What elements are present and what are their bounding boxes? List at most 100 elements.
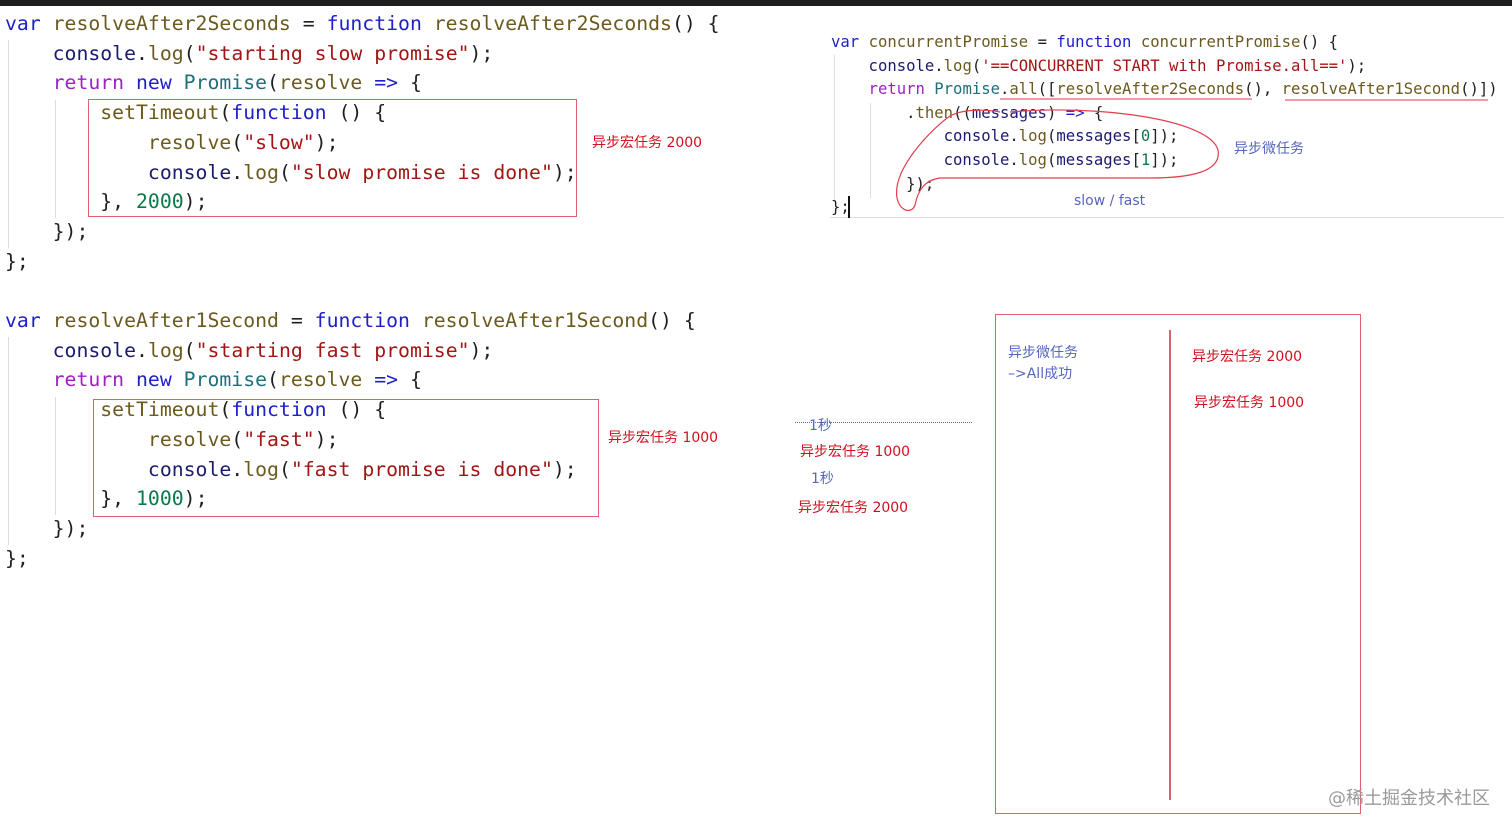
code-line: console.log(messages[0]); [831, 125, 1498, 149]
code-token: { [409, 71, 422, 95]
code-line: return new Promise(resolve => { [5, 68, 720, 98]
code-line: }, 2000); [5, 187, 720, 217]
code-token: concurrentPromise [868, 33, 1038, 51]
highlight-box-settimeout-1000 [93, 399, 599, 517]
code-token: . [934, 56, 944, 75]
code-token: log [243, 457, 279, 481]
note-micro-task: 异步微任务 [1234, 141, 1304, 157]
note-macro-1000: 异步宏任务 1000 [608, 430, 719, 446]
code-token: ( [971, 56, 982, 75]
code-token: return [5, 71, 137, 95]
code-token: var [831, 33, 869, 51]
code-line: }); [831, 173, 1498, 197]
code-token: . [831, 103, 916, 122]
code-token: log [943, 56, 972, 75]
indent-guide [8, 40, 9, 248]
code-token: ( [183, 41, 196, 65]
code-token: function [314, 309, 422, 332]
code-token: ( [219, 101, 232, 125]
code-line: var resolveAfter1Second = function resol… [5, 306, 696, 336]
code-token: ( [231, 130, 244, 154]
code-token: ); [552, 160, 577, 184]
code-token: 1000 [136, 487, 184, 511]
code-line: }); [5, 514, 696, 544]
code-token: ( [231, 427, 244, 451]
queue-macro-1000: 异步宏任务 1000 [1194, 395, 1305, 411]
code-token: console [5, 41, 137, 65]
code-token: [ [1131, 150, 1141, 169]
code-token: ); [314, 130, 339, 154]
task-queue-box [995, 314, 1361, 814]
circle-then-callback [896, 109, 1219, 212]
code-token: ( [1046, 127, 1057, 146]
code-token: "starting slow promise" [195, 41, 470, 65]
code-token: }); [831, 174, 935, 193]
code-token: ( [219, 398, 232, 422]
queue-micro-result: –>All成功 [1008, 366, 1073, 382]
code-token: "slow" [243, 130, 315, 154]
code-token: () { [1300, 33, 1339, 51]
code-token: ([ [1037, 80, 1057, 99]
code-line: .then((messages) => { [831, 102, 1498, 126]
code-token: "fast promise is done" [290, 457, 553, 481]
code-line: }; [831, 196, 1498, 220]
code-token: [ [1131, 127, 1141, 146]
code-token: concurrentPromise [1140, 33, 1301, 51]
code-token: log [1018, 150, 1047, 169]
code-block-concurrent-promise[interactable]: var concurrentPromise = function concurr… [831, 31, 1498, 220]
code-token: resolve [5, 427, 232, 451]
text-cursor [848, 196, 850, 218]
code-token: messages [1056, 150, 1132, 169]
code-token: . [231, 457, 244, 481]
code-block-resolve-after-1-second[interactable]: var resolveAfter1Second = function resol… [5, 306, 696, 573]
code-token: . [1009, 150, 1019, 169]
code-token: resolve [278, 368, 375, 392]
code-token: log [243, 160, 279, 184]
code-token: ]); [1150, 127, 1179, 146]
code-token: var [5, 12, 53, 35]
code-token: console [831, 127, 1010, 146]
code-token: console [831, 150, 1010, 169]
code-line: console.log("slow promise is done"); [5, 158, 720, 188]
code-token: console [5, 457, 232, 481]
indent-guide [55, 397, 56, 515]
code-token: log [1018, 127, 1047, 146]
code-line: console.log('==CONCURRENT START with Pro… [831, 55, 1498, 79]
code-token: new [136, 71, 184, 95]
code-line: setTimeout(function () { [5, 98, 720, 128]
code-block-resolve-after-2-seconds[interactable]: var resolveAfter2Seconds = function reso… [5, 9, 720, 276]
note-slow-fast: slow / fast [1074, 193, 1146, 209]
code-token: console [831, 56, 935, 75]
code-token: . [1000, 80, 1010, 99]
code-token: resolveAfter2Seconds [1056, 80, 1245, 99]
code-line: var resolveAfter2Seconds = function reso… [5, 9, 720, 39]
code-line: resolve("slow"); [5, 128, 720, 158]
code-token: ); [1347, 56, 1367, 75]
code-line: console.log("starting slow promise"); [5, 39, 720, 69]
code-token: resolveAfter1Second [52, 309, 291, 332]
code-line: }); [5, 217, 720, 247]
code-token: }); [5, 516, 89, 540]
code-token: => [374, 71, 410, 95]
code-token: }); [5, 219, 89, 243]
code-token: function [1056, 33, 1141, 51]
code-token: resolve [278, 71, 375, 95]
code-token: resolveAfter1Second [421, 309, 649, 332]
code-token: . [136, 338, 148, 362]
code-token: setTimeout [5, 398, 220, 422]
code-token: function [231, 398, 339, 422]
code-token: ( [267, 368, 279, 392]
window-top-bar [0, 0, 1512, 6]
code-token: var [5, 309, 53, 332]
code-token: 1 [1140, 150, 1151, 169]
code-token: resolve [5, 130, 232, 154]
code-line: setTimeout(function () { [5, 395, 696, 425]
code-token: => [1065, 103, 1094, 122]
code-token: ); [469, 41, 494, 65]
code-token: ); [183, 190, 208, 214]
code-line: console.log("fast promise is done"); [5, 455, 696, 485]
code-token: . [231, 160, 244, 184]
code-token: '==CONCURRENT START with Promise.all==' [981, 56, 1348, 75]
code-token: function [231, 101, 339, 125]
